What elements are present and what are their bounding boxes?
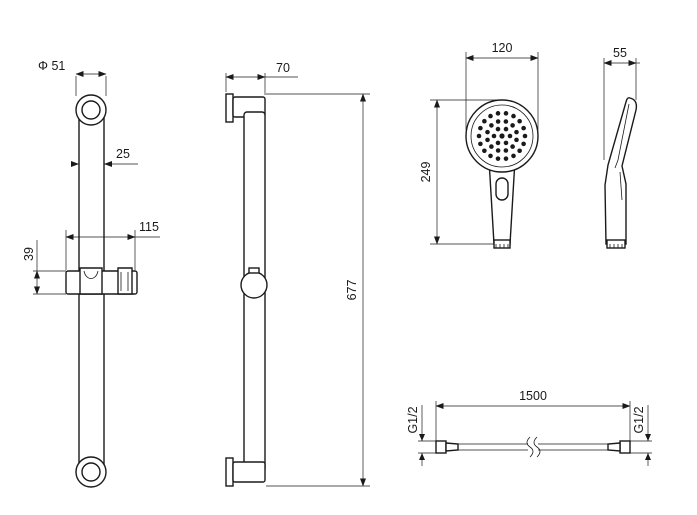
spray-nozzle <box>485 137 490 143</box>
dim-hose-length: 1500 <box>435 389 631 441</box>
label-slider-width: 115 <box>139 220 159 234</box>
spray-nozzle <box>482 118 487 124</box>
rail-side-view <box>225 93 268 487</box>
spray-nozzle <box>495 148 501 153</box>
hand-shower-side-outline <box>604 97 638 245</box>
spray-nozzle <box>495 111 501 116</box>
dim-thread-left: G1/2 <box>406 405 436 466</box>
dim-head-depth: 55 <box>603 46 640 160</box>
spray-nozzle <box>499 133 505 139</box>
spray-nozzle <box>511 113 516 119</box>
hose-left-nut <box>435 440 447 454</box>
hand-shower-side <box>604 97 638 249</box>
spray-nozzle <box>488 153 493 159</box>
dim-bar-diameter: Φ 51 <box>38 59 107 96</box>
spray-nozzle <box>514 137 519 143</box>
label-head-width: 120 <box>492 41 513 55</box>
label-head-height: 249 <box>419 162 433 183</box>
rail-side-top-wall-plate <box>225 93 234 123</box>
rail-side-bottom-wall-plate <box>225 457 234 487</box>
spray-nozzle <box>503 140 509 146</box>
spray-nozzle <box>495 156 501 161</box>
label-tube-width: 25 <box>116 147 130 161</box>
dim-slider-height: 39 <box>22 240 66 295</box>
spray-nozzle <box>517 118 522 124</box>
spray-nozzle <box>521 141 526 147</box>
spray-nozzle <box>503 111 509 116</box>
spray-nozzle <box>521 125 526 131</box>
dim-head-width: 120 <box>465 41 539 130</box>
spray-nozzle <box>511 153 516 159</box>
dim-slider-width: 115 <box>65 220 160 270</box>
spray-nozzle <box>507 133 513 139</box>
hand-shower-front <box>465 99 539 249</box>
label-hose-length: 1500 <box>519 389 547 403</box>
spray-nozzle <box>517 148 522 154</box>
spray-nozzle <box>482 148 487 154</box>
spray-nozzle <box>478 125 483 131</box>
spray-nozzle <box>510 123 515 128</box>
hose-right-nut <box>619 440 631 454</box>
spray-nozzle <box>503 156 509 161</box>
label-bar-length: 677 <box>345 280 359 301</box>
dim-tube-width: 25 <box>71 147 138 167</box>
slider-front <box>65 267 138 295</box>
spray-nozzle <box>489 144 494 149</box>
dim-bar-depth: 70 <box>225 61 298 95</box>
spray-nozzle <box>495 119 501 124</box>
spray-nozzle <box>488 113 493 119</box>
label-bar-diameter: Φ 51 <box>38 59 65 73</box>
spray-nozzle <box>489 123 494 128</box>
rail-front-view <box>65 94 138 488</box>
spray-nozzle <box>522 133 528 139</box>
spray-nozzle <box>510 144 515 149</box>
spray-nozzles <box>476 111 528 161</box>
spray-nozzle <box>491 133 497 139</box>
spray-nozzle <box>476 133 482 139</box>
hand-shower-button <box>495 177 509 201</box>
dim-head-height: 249 <box>419 99 500 245</box>
label-slider-height: 39 <box>22 247 36 261</box>
spray-nozzle <box>514 129 519 135</box>
spray-nozzle <box>495 140 501 146</box>
dim-bar-length: 677 <box>266 93 370 487</box>
spray-nozzle <box>503 119 509 124</box>
spray-nozzle <box>485 129 490 135</box>
dim-thread-right: G1/2 <box>630 405 652 466</box>
spray-nozzle <box>478 141 483 147</box>
label-bar-depth: 70 <box>276 61 290 75</box>
spray-nozzle <box>503 126 509 132</box>
shower-hose <box>435 436 631 458</box>
slider-knob-side <box>240 271 268 299</box>
label-thread-left: G1/2 <box>406 406 420 433</box>
spray-nozzle <box>503 148 509 153</box>
label-thread-right: G1/2 <box>632 406 646 433</box>
label-head-depth: 55 <box>613 46 627 60</box>
spray-nozzle <box>495 126 501 132</box>
